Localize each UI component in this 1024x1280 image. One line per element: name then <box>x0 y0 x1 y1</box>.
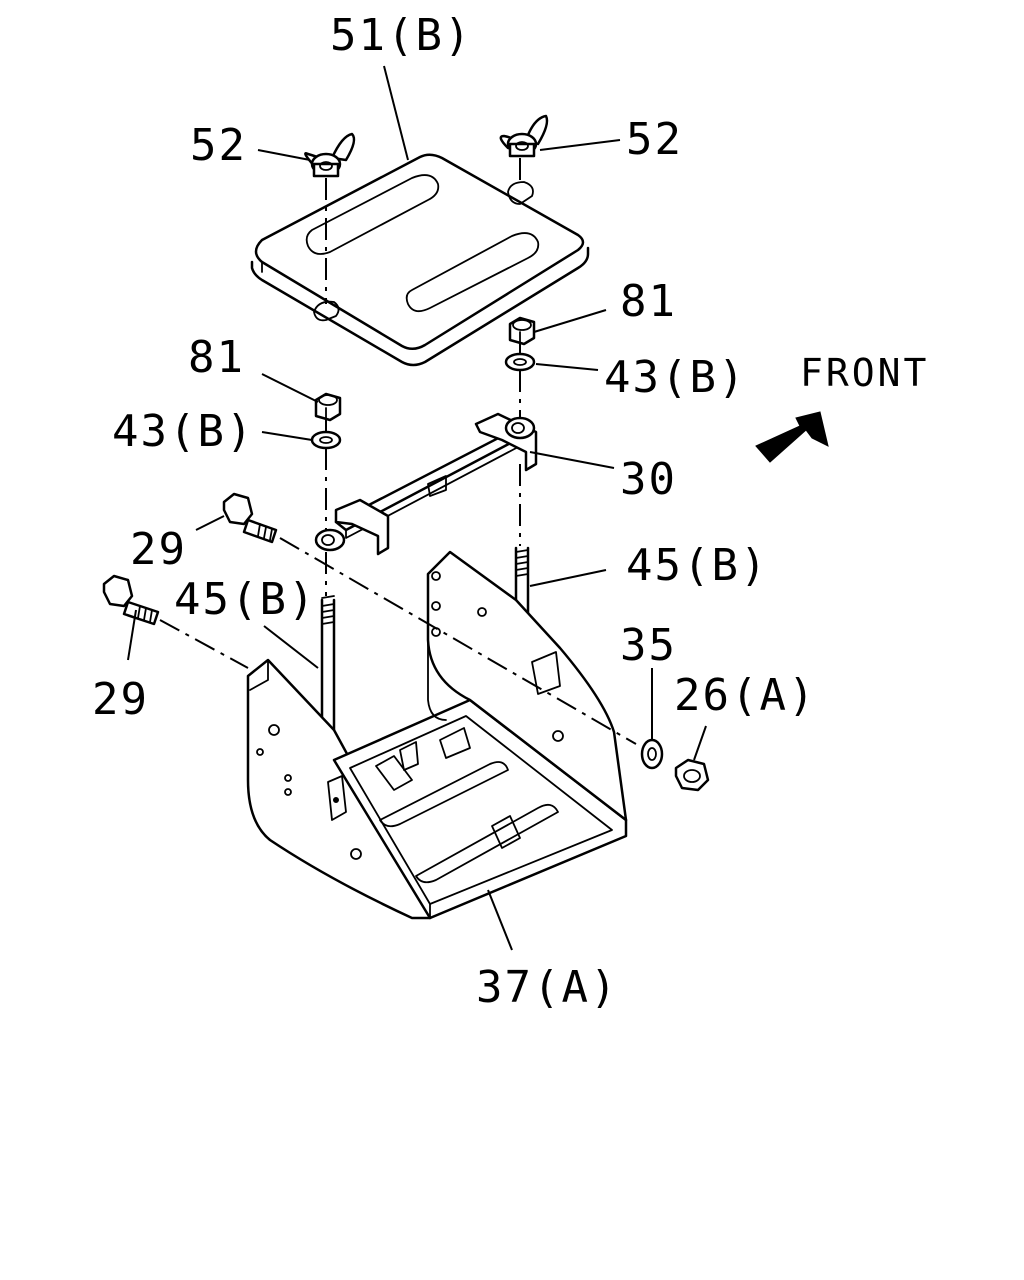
hex-nut-left <box>314 392 342 422</box>
callout-37a: 37(A) <box>476 962 618 1013</box>
callout-52-right: 52 <box>626 114 683 165</box>
leader-lines <box>127 65 707 951</box>
callout-43b-right: 43(B) <box>604 352 746 403</box>
callout-29-lower: 29 <box>92 674 149 725</box>
callout-45b-left: 45(B) <box>174 574 316 625</box>
wing-nut-left <box>304 132 356 178</box>
front-direction-arrow-icon <box>755 411 829 463</box>
callout-35: 35 <box>620 620 677 671</box>
callout-43b-left: 43(B) <box>112 406 254 457</box>
flange-bolt-lower <box>102 574 160 626</box>
hex-nut-right <box>508 316 536 346</box>
washer-right <box>504 352 536 372</box>
callout-29-upper: 29 <box>130 524 187 575</box>
callout-26a: 26(A) <box>674 670 816 721</box>
washer-left <box>310 430 342 450</box>
washer-35 <box>640 738 664 770</box>
battery-tray <box>246 550 628 920</box>
callout-45b-right: 45(B) <box>626 540 768 591</box>
flange-nut <box>674 758 710 792</box>
callout-81-right: 81 <box>620 276 677 327</box>
callout-81-left: 81 <box>188 332 245 383</box>
callout-52-left: 52 <box>190 120 247 171</box>
battery-cover <box>250 153 590 367</box>
front-label: FRONT <box>800 351 929 395</box>
clamp-bar <box>314 412 538 556</box>
callout-30: 30 <box>620 454 677 505</box>
flange-bolt-upper <box>222 492 278 544</box>
wing-nut-right <box>499 114 549 158</box>
assembly-lines <box>159 158 637 745</box>
callout-51b: 51(B) <box>330 10 472 61</box>
